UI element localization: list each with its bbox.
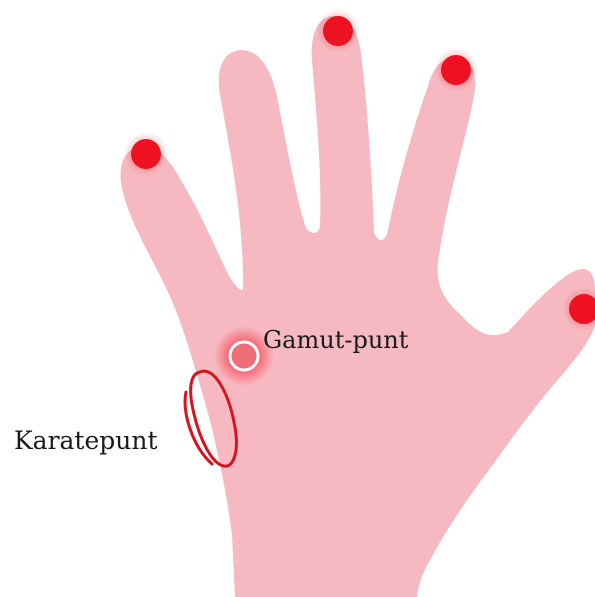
karate-point-label: Karatepunt: [14, 426, 158, 455]
red-dot-icon: [441, 55, 471, 85]
hand-silhouette: [121, 16, 595, 597]
hand-shape: [121, 16, 595, 597]
fingertip-point-pinky: [124, 132, 168, 176]
red-dot-icon: [323, 16, 353, 46]
fingertip-point-index: [434, 48, 478, 92]
fingertip-point-middle: [316, 9, 360, 53]
red-dot-icon: [131, 139, 161, 169]
ringed-circle-icon: [230, 342, 258, 370]
gamut-point-label: Gamut-punt: [263, 326, 409, 354]
